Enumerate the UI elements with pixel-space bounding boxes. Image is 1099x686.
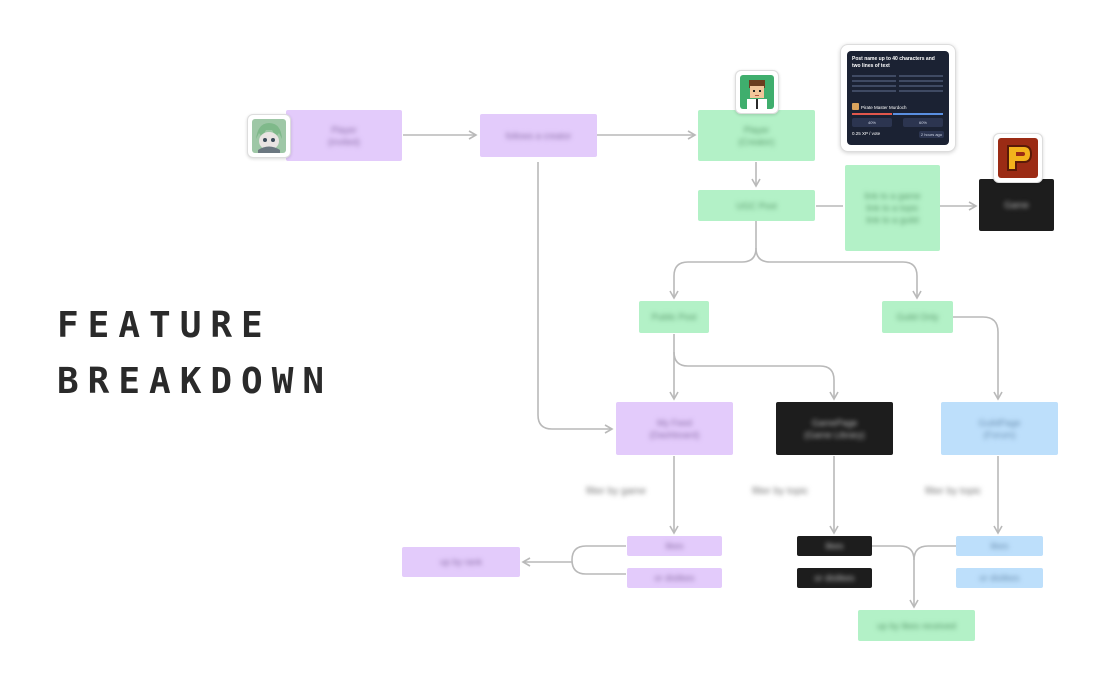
node-player-invited: Player (invited): [286, 110, 402, 161]
node-my-feed: My Feed (Dashboard): [616, 402, 733, 455]
node-ugc-post: UGC Post: [698, 190, 815, 221]
node-dislikes-purple: or dislikes: [627, 568, 722, 588]
node-up-by-rank: up by rank: [402, 547, 520, 577]
post-card-stat-right: 60%: [903, 118, 943, 127]
post-card-bar-right: [893, 113, 943, 115]
post-card-stat-left: 40%: [852, 118, 892, 127]
node-likes-blue: likes: [956, 536, 1043, 556]
game-logo-icon: [993, 133, 1043, 183]
node-game-page: GamePage (Game Library): [776, 402, 893, 455]
node-follows-creator: follows a creator: [480, 114, 597, 157]
post-card-author-avatar: [852, 103, 859, 110]
pixel-avatar-icon: [735, 70, 779, 114]
anime-avatar-icon: [247, 114, 291, 158]
post-card-time: 2 hours ago: [918, 131, 944, 138]
post-card-screen: Post name up to 40 characters and two li…: [847, 51, 949, 145]
post-card-row: [852, 85, 896, 87]
post-card-row: [899, 90, 943, 92]
title-line-2: BREAKDOWN: [57, 361, 334, 402]
node-dislikes-blue: or dislikes: [956, 568, 1043, 588]
label-filter-game: filter by game: [586, 486, 647, 497]
title-line-1: FEATURE: [57, 305, 272, 346]
post-card-bar-left: [852, 113, 892, 115]
node-guild-only: Guild Only: [882, 301, 953, 333]
post-card-row: [899, 80, 943, 82]
node-likes-dark: likes: [797, 536, 872, 556]
node-link-to: link to a game link to a topic link to a…: [845, 165, 940, 251]
node-likes-purple: likes: [627, 536, 722, 556]
post-card-row: [852, 80, 896, 82]
label-filter-topic-1: filter by topic: [752, 486, 809, 497]
post-card-row: [899, 75, 943, 77]
label-filter-topic-2: filter by topic: [925, 486, 982, 497]
post-card-author: Pirate Master Murdoch: [861, 105, 907, 110]
node-dislikes-dark: or dislikes: [797, 568, 872, 588]
node-guild-page: GuildPage (Forum): [941, 402, 1058, 455]
post-card-row: [899, 85, 943, 87]
node-game: Game: [979, 179, 1054, 231]
node-player-creator: Player (Creator): [698, 110, 815, 161]
node-public-post: Public Post: [639, 301, 709, 333]
post-card-preview: Post name up to 40 characters and two li…: [840, 44, 956, 152]
page-title: FEATURE BREAKDOWN: [57, 298, 333, 410]
post-card-row: [852, 75, 896, 77]
node-up-by-likes: up by likes received: [858, 610, 975, 641]
post-card-headline: Post name up to 40 characters and two li…: [852, 56, 935, 69]
post-card-row: [852, 90, 896, 92]
post-card-xp: 0.25 XP / vote: [852, 131, 881, 136]
